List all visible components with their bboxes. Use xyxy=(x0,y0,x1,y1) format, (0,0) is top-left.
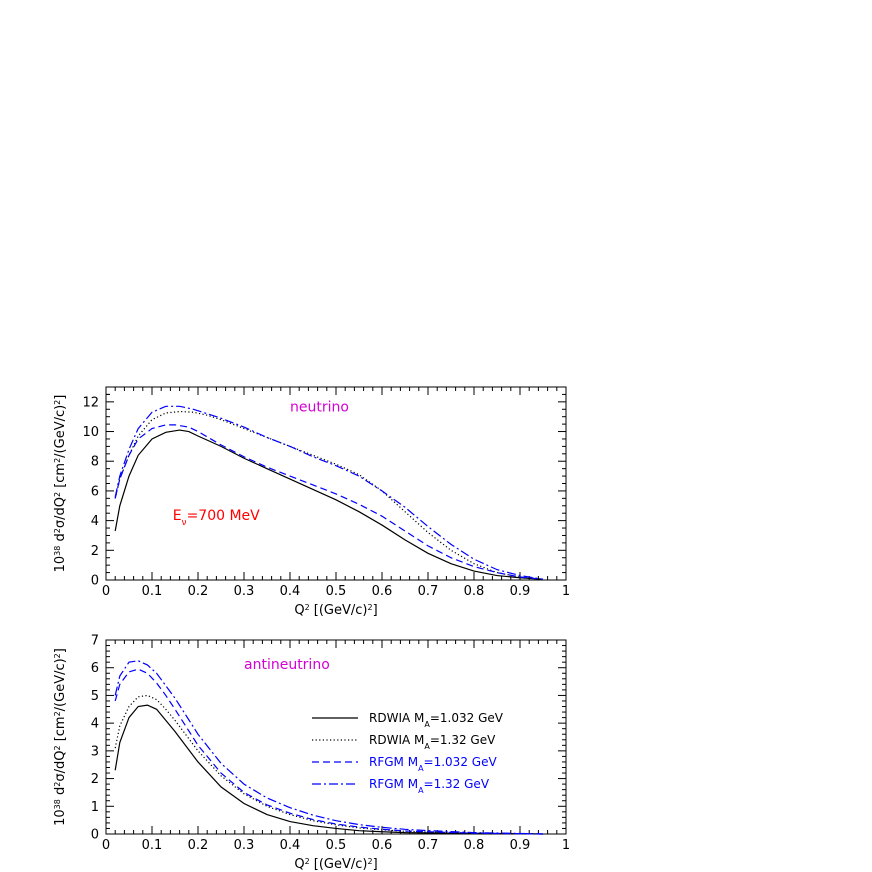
x-tick-label: 0.8 xyxy=(464,584,485,599)
antineutrino-panel: 0 0.1 0.2 0.3 0.4 0.5 0.6 0.7 0.8 0.9 1 0 1 2 3 4 5 6 7 Q… xyxy=(53,634,571,872)
x-tick-label: 0.9 xyxy=(510,584,531,599)
series-line-2 xyxy=(114,410,544,580)
panel-label: neutrino xyxy=(290,399,349,415)
energy-annotation: Eν=700 MeV xyxy=(173,508,260,528)
y-tick-label: 2 xyxy=(91,544,99,559)
y-tick-label: 4 xyxy=(91,717,99,732)
series-line-4 xyxy=(114,660,544,835)
x-tick-label: 0.8 xyxy=(464,838,485,853)
y-tick-label: 0 xyxy=(91,828,99,843)
x-tick-label: 0.1 xyxy=(142,584,163,599)
y-tick-label: 5 xyxy=(91,689,99,704)
series-line-2 xyxy=(114,694,544,835)
y-tick-label: 6 xyxy=(91,661,99,676)
x-tick-label: 0.4 xyxy=(280,584,301,599)
x-tick-label: 0.6 xyxy=(372,838,393,853)
y-ticks: 0 1 2 3 4 5 6 7 xyxy=(91,634,566,843)
plot-frame xyxy=(105,639,567,835)
x-axis-title: Q2 [(GeV/c)2] xyxy=(294,603,377,619)
series-line-3 xyxy=(114,424,544,580)
legend-entry: RFGM MA=1.32 GeV xyxy=(369,777,490,795)
y-tick-label: 3 xyxy=(91,744,99,759)
x-tick-label: 0.2 xyxy=(188,838,209,853)
x-tick-label: 0 xyxy=(102,584,110,599)
y-axis-title: 1038 d2σ/dQ2 [cm2/(GeV/c)2] xyxy=(53,395,69,573)
x-tick-label: 0.1 xyxy=(142,838,163,853)
y-tick-label: 10 xyxy=(82,425,99,440)
legend-entry: RDWIA MA=1.32 GeV xyxy=(369,733,496,751)
x-ticks: 0 0.1 0.2 0.3 0.4 0.5 0.6 0.7 0.8 0.9 1 xyxy=(102,640,570,853)
x-ticks: 0 0.1 0.2 0.3 0.4 0.5 0.6 0.7 0.8 0.9 1 xyxy=(102,387,570,599)
x-tick-label: 1 xyxy=(562,584,570,599)
y-tick-label: 1 xyxy=(91,800,99,815)
x-tick-label: 0 xyxy=(102,838,110,853)
x-tick-label: 0.2 xyxy=(188,584,209,599)
y-tick-label: 12 xyxy=(82,395,99,410)
series-line-1 xyxy=(114,429,544,580)
x-tick-label: 0.3 xyxy=(234,838,255,853)
y-tick-label: 7 xyxy=(91,634,99,649)
y-tick-label: 2 xyxy=(91,772,99,787)
panel-label: antineutrino xyxy=(244,657,330,673)
series-line-4 xyxy=(114,405,544,580)
legend-entry: RFGM MA=1.032 GeV xyxy=(369,755,497,773)
series-line-1 xyxy=(114,704,544,835)
x-tick-label: 0.9 xyxy=(510,838,531,853)
x-tick-label: 0.4 xyxy=(280,838,301,853)
x-axis-title: Q2 [(GeV/c)2] xyxy=(294,857,377,872)
series-line-3 xyxy=(114,668,544,835)
y-axis-title: 1038 d2σ/dQ2 [cm2/(GeV/c)2] xyxy=(53,648,69,826)
plot-frame xyxy=(105,386,567,581)
legend-entry: RDWIA MA=1.032 GeV xyxy=(369,711,504,729)
x-tick-label: 0.7 xyxy=(418,838,439,853)
x-tick-label: 1 xyxy=(562,838,570,853)
x-tick-label: 0.6 xyxy=(372,584,393,599)
y-tick-label: 4 xyxy=(91,514,99,529)
series-lines xyxy=(114,405,544,580)
y-tick-label: 6 xyxy=(91,484,99,499)
x-tick-label: 0.7 xyxy=(418,584,439,599)
y-tick-label: 0 xyxy=(91,574,99,589)
y-ticks: 0 2 4 6 8 10 12 xyxy=(82,386,566,589)
legend: RDWIA MA=1.032 GeV RDWIA MA=1.32 GeV RFGM … xyxy=(312,711,504,795)
series-lines xyxy=(114,660,544,835)
x-tick-label: 0.3 xyxy=(234,584,255,599)
x-tick-label: 0.5 xyxy=(326,584,347,599)
x-tick-label: 0.5 xyxy=(326,838,347,853)
y-tick-label: 8 xyxy=(91,455,99,470)
